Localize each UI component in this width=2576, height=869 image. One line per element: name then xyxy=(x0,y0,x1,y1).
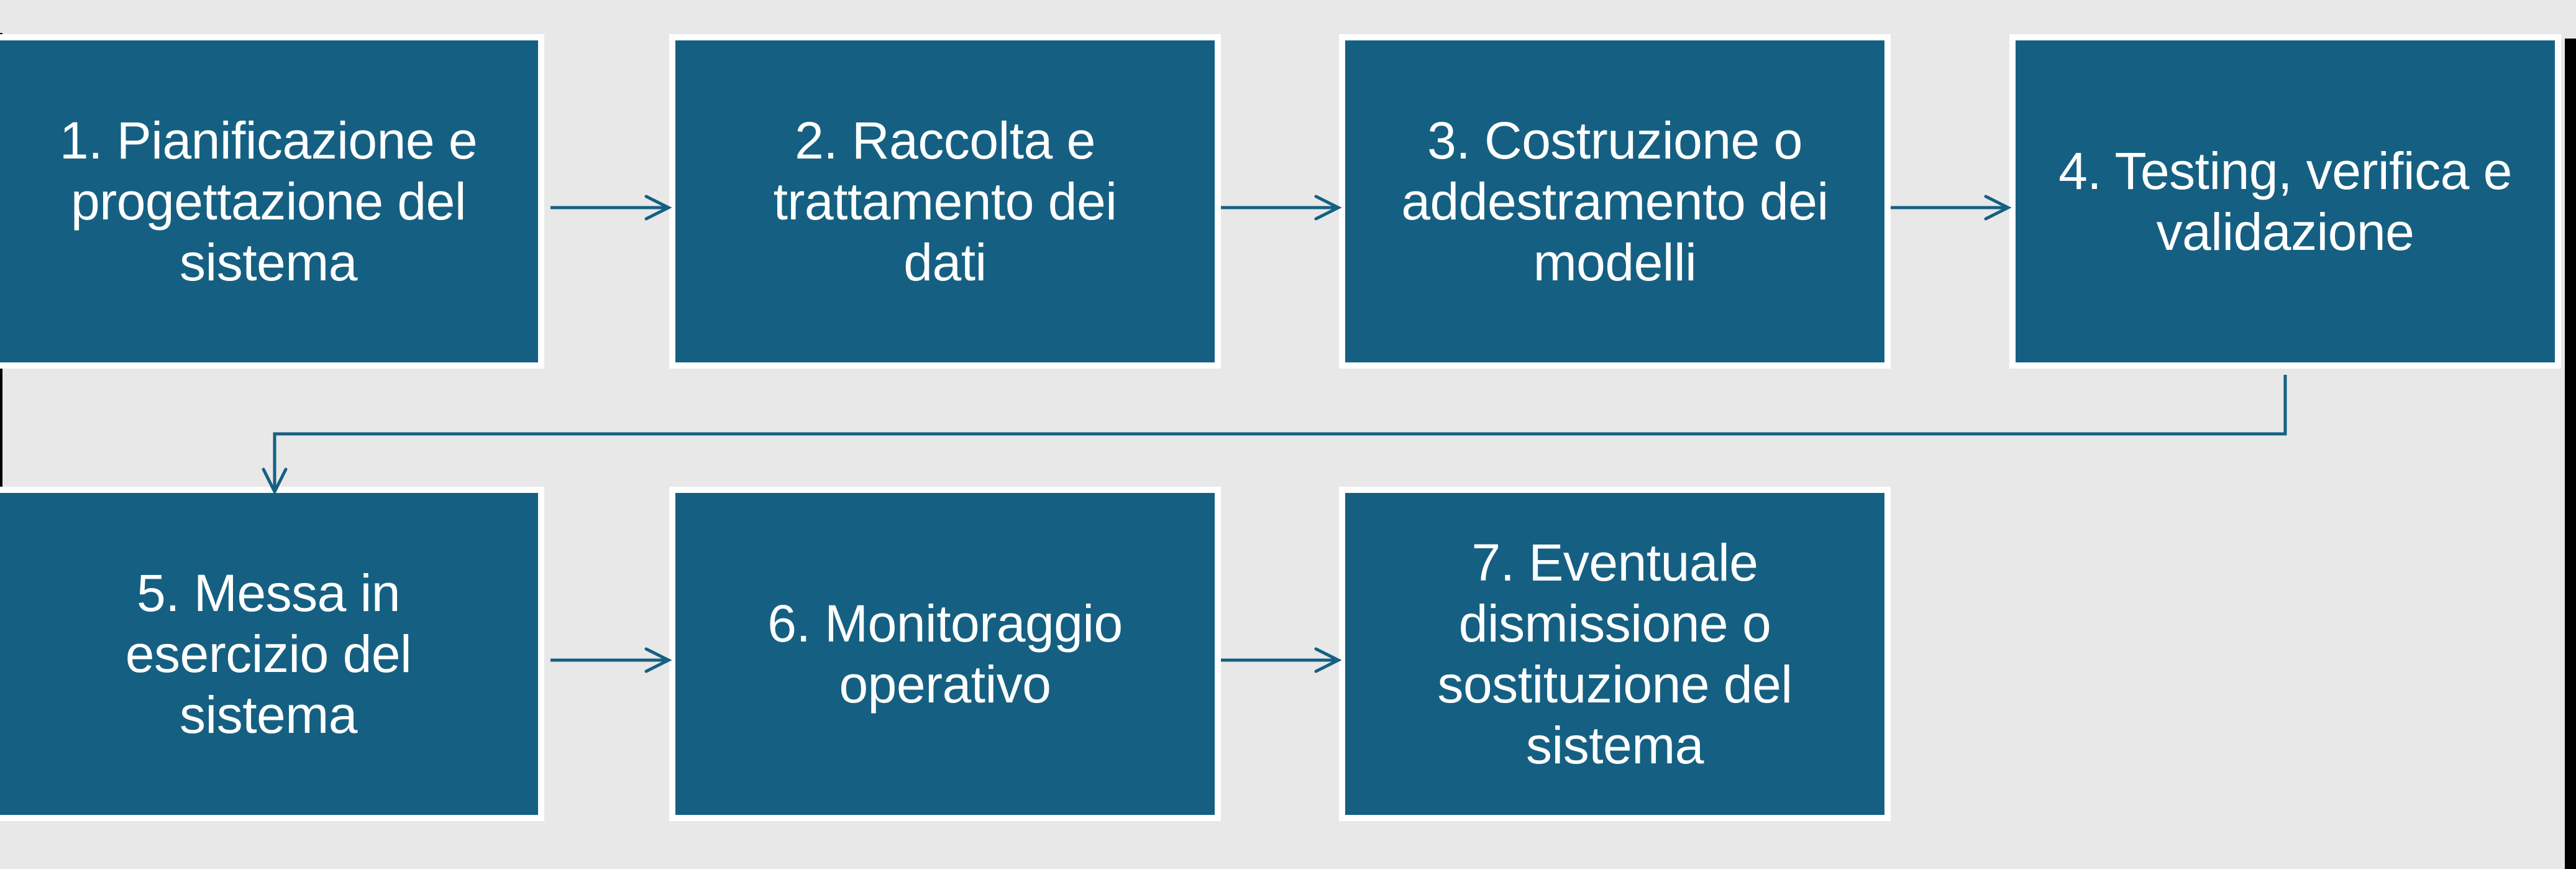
flow-step-5-box: 5. Messa in esercizio del sistema xyxy=(0,487,544,821)
arrowhead-right-icon xyxy=(1314,195,1342,221)
arrow-step1-to-step2 xyxy=(550,195,672,221)
flow-step-4-label: 4. Testing, verifica e validazione xyxy=(2058,142,2512,261)
arrow-step3-to-step4 xyxy=(1891,195,2012,221)
flow-step-4-box: 4. Testing, verifica e validazione xyxy=(2009,34,2561,369)
flow-step-6-box: 6. Monitoraggio operativo xyxy=(669,487,1221,821)
arrow-step5-to-step6 xyxy=(550,647,672,673)
arrow-step2-to-step3 xyxy=(1221,195,1342,221)
flow-step-1-box: 1. Pianificazione e progettazione del si… xyxy=(0,34,544,369)
arrow-step6-to-step7 xyxy=(1221,647,1342,673)
arrowhead-right-icon xyxy=(1984,195,2012,221)
arrowhead-right-icon xyxy=(644,195,672,221)
slide-edge-artifact-right xyxy=(2565,39,2576,869)
arrow-step4-to-step5-elbow xyxy=(262,375,2287,495)
flow-step-2-label: 2. Raccolta e trattamento dei dati xyxy=(773,111,1117,292)
arrowhead-right-icon xyxy=(644,647,672,673)
flow-step-3-label: 3. Costruzione o addestramento dei model… xyxy=(1401,111,1829,292)
flow-step-2-box: 2. Raccolta e trattamento dei dati xyxy=(669,34,1221,369)
flow-step-6-label: 6. Monitoraggio operativo xyxy=(767,594,1123,714)
flow-step-3-box: 3. Costruzione o addestramento dei model… xyxy=(1339,34,1891,369)
flow-step-5-label: 5. Messa in esercizio del sistema xyxy=(125,564,412,744)
arrowhead-right-icon xyxy=(1314,647,1342,673)
flow-step-1-label: 1. Pianificazione e progettazione del si… xyxy=(59,111,478,292)
flow-step-7-box: 7. Eventuale dismissione o sostituzione … xyxy=(1339,487,1891,821)
flow-step-7-label: 7. Eventuale dismissione o sostituzione … xyxy=(1437,533,1793,775)
